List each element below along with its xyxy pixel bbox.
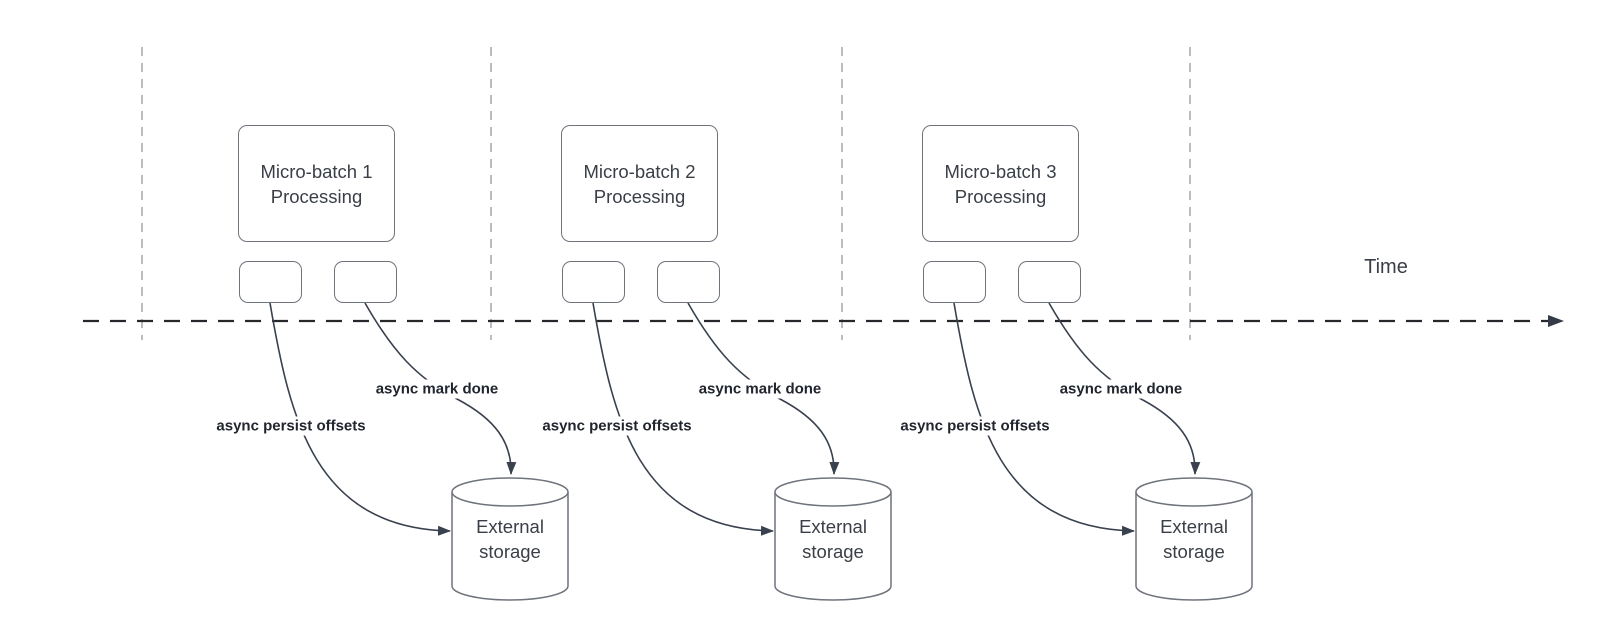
external-storage-cylinder-top — [451, 477, 569, 507]
external-storage-cylinder — [774, 492, 892, 601]
micro-batch-2-processing-box: Micro-batch 2 Processing — [561, 125, 718, 242]
batch-3-persist-offsets-label: async persist offsets — [896, 416, 1054, 436]
batch-3-mark-done-label: async mark done — [1055, 379, 1187, 399]
batch-1-graphics — [269, 302, 569, 601]
batch-1-external-storage-label: External storage — [476, 516, 544, 562]
external-storage-cylinder-top — [774, 477, 892, 507]
batch-3-external-storage-label: External storage — [1160, 516, 1228, 562]
batch-1-mark-done-label: async mark done — [371, 379, 503, 399]
batch-2-persist-offsets-label: async persist offsets — [538, 416, 696, 436]
batch-3-done-task-box — [1018, 261, 1081, 303]
mark-done-arrow — [687, 302, 840, 475]
persist-offsets-arrow — [953, 302, 1135, 536]
batch-2-external-storage-label: External storage — [799, 516, 867, 562]
batch-1-offset-task-box — [239, 261, 302, 303]
batch-2-mark-done-label: async mark done — [694, 379, 826, 399]
external-storage-cylinder — [1135, 492, 1253, 601]
batch-1-done-task-box — [334, 261, 397, 303]
batch-2-graphics — [592, 302, 892, 601]
batch-2-offset-task-box — [562, 261, 625, 303]
batch-1-persist-offsets-label: async persist offsets — [212, 416, 370, 436]
persist-offsets-arrow — [269, 302, 451, 536]
micro-batch-1-processing-label: Micro-batch 1 Processing — [260, 160, 373, 207]
batch-3-offset-task-box — [923, 261, 986, 303]
time-axis-label: Time — [1364, 256, 1408, 278]
batch-2-done-task-box — [657, 261, 720, 303]
external-storage-cylinder-top — [1135, 477, 1253, 507]
batch-3-graphics — [953, 302, 1253, 601]
micro-batch-2-processing-label: Micro-batch 2 Processing — [583, 160, 696, 207]
micro-batch-3-processing-box: Micro-batch 3 Processing — [922, 125, 1079, 242]
mark-done-arrow — [364, 302, 517, 475]
mark-done-arrow — [1048, 302, 1201, 475]
micro-batch-3-processing-label: Micro-batch 3 Processing — [944, 160, 1057, 207]
external-storage-cylinder — [451, 492, 569, 601]
persist-offsets-arrow — [592, 302, 774, 536]
micro-batch-1-processing-box: Micro-batch 1 Processing — [238, 125, 395, 242]
